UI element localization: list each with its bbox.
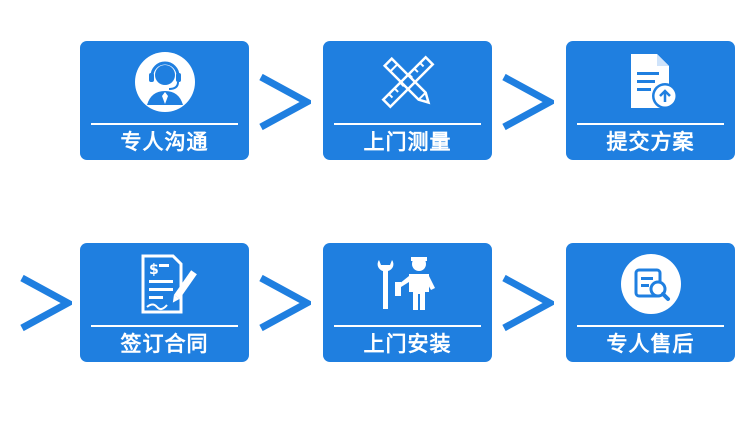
card-divider — [334, 123, 481, 125]
after-sales-search-icon — [566, 249, 735, 319]
chevron-right-icon — [502, 73, 554, 131]
document-upload-icon — [566, 47, 735, 117]
installer-worker-icon — [323, 249, 492, 319]
card-divider — [577, 325, 724, 327]
card-divider — [577, 123, 724, 125]
step-label: 上门安装 — [363, 332, 452, 356]
step-label: 签订合同 — [120, 332, 209, 356]
chevron-right-icon — [259, 73, 311, 131]
step-card-after-sales: 专人售后 — [566, 243, 735, 362]
customer-service-icon — [80, 47, 249, 117]
step-card-measurement: 上门测量 — [323, 41, 492, 160]
svg-text:$: $ — [149, 262, 159, 278]
contract-sign-icon: $ — [80, 249, 249, 319]
card-divider — [91, 325, 238, 327]
step-label: 专人售后 — [606, 332, 695, 356]
chevron-right-icon — [259, 274, 311, 332]
step-label: 提交方案 — [606, 130, 695, 154]
step-card-installation: 上门安装 — [323, 243, 492, 362]
step-label: 专人沟通 — [120, 130, 209, 154]
step-card-contract: $ 签订合同 — [80, 243, 249, 362]
step-label: 上门测量 — [363, 130, 452, 154]
step-card-communication: 专人沟通 — [80, 41, 249, 160]
step-card-proposal: 提交方案 — [566, 41, 735, 160]
chevron-right-icon — [502, 274, 554, 332]
chevron-right-icon — [20, 274, 72, 332]
card-divider — [91, 123, 238, 125]
ruler-pencil-icon — [323, 47, 492, 117]
card-divider — [334, 325, 481, 327]
